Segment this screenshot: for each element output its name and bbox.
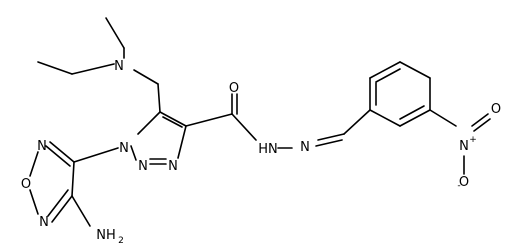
bond-fz-c3-n (49, 141, 75, 163)
bond-ar-inner2 (399, 105, 425, 120)
bond-n2-n1 (130, 145, 137, 161)
bond-fz-n-o (29, 151, 39, 177)
atom-n-furazan-top: N (37, 139, 47, 154)
bond-ar-inner1 (375, 68, 401, 83)
atom-labels: N O N N N HN N N + O O - N O N NH 2 (21, 59, 501, 245)
atom-nitro-n: N + (459, 135, 477, 154)
atom-nitro-o-minus: O - (457, 175, 469, 191)
atom-o-nitro-top: O (491, 102, 501, 117)
atom-amino-group: NH 2 (96, 228, 124, 245)
nitro-o-charge: - (457, 181, 460, 191)
bond-nitro-o-top-double (473, 118, 491, 132)
atom-nh2: NH (96, 228, 116, 243)
bond-ar5-ar6 (399, 109, 431, 127)
bond-c4-n3 (177, 125, 187, 159)
atom-o-carbonyl: O (229, 81, 239, 96)
nitro-n-charge: + (469, 135, 477, 145)
bond-ethyl2-ch3 (37, 61, 73, 75)
bond-n1-furazan (73, 147, 119, 163)
bond-c5-n1 (137, 111, 161, 135)
bond-ar-nitro (429, 109, 457, 127)
bond-ethyl2-n (71, 63, 115, 75)
atom-o-nitro-left: O (459, 175, 469, 190)
nh2-subscript: 2 (118, 236, 124, 245)
atom-n3-triazole: N (168, 159, 178, 174)
atom-n1-triazole: N (119, 141, 129, 156)
atom-n-furazan-bottom: N (39, 215, 49, 230)
atom-n-nitro: N (459, 139, 469, 154)
bond-ar3-ar4 (399, 61, 431, 79)
bond-ethyl1-ch3 (105, 17, 125, 49)
bond-fz-c3-n-double (45, 145, 71, 167)
bond-c4-nh2 (71, 195, 91, 227)
bond-fz-o-n (29, 189, 39, 215)
bond-c4-carbonyl (185, 113, 233, 127)
atom-nh-hydrazone: HN (258, 142, 278, 157)
bond-ar6-ar1 (369, 109, 401, 127)
bonds (29, 17, 491, 227)
bond-n-ch2 (133, 69, 159, 85)
atom-n-imine: N (300, 140, 310, 155)
bond-c5-c4 (159, 111, 187, 127)
bond-ar2-ar3 (369, 61, 401, 79)
bond-fz-n-c4-double (47, 189, 69, 217)
bond-n-ch-double (315, 139, 343, 147)
bond-n-ch (317, 133, 345, 141)
bond-fz-c4-c3 (71, 161, 75, 197)
bond-fz-n-c4 (51, 195, 73, 223)
atom-o-furazan: O (21, 177, 31, 192)
atom-n-amine: N (114, 59, 124, 74)
bond-c5-c4-double (162, 116, 183, 128)
bond-ch-aryl (343, 109, 371, 135)
bond-carbonyl-nh (231, 113, 257, 141)
bond-ch2-c5 (157, 83, 161, 113)
bond-nitro-o-top (471, 113, 489, 127)
atom-n2-triazole: N (138, 159, 148, 174)
